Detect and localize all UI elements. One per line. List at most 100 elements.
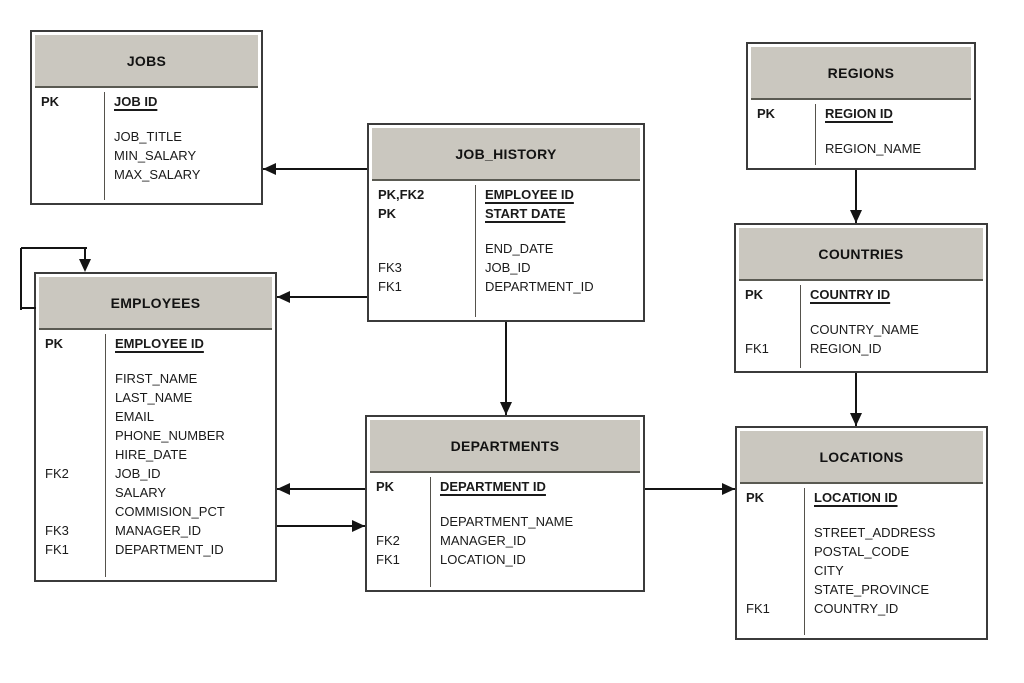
attribute-name: DEPARTMENT_ID bbox=[485, 279, 594, 294]
key-column-divider bbox=[800, 285, 801, 368]
entity-title: DEPARTMENTS bbox=[450, 437, 560, 454]
entity-countries-header: COUNTRIES bbox=[739, 228, 983, 281]
attribute-name: EMPLOYEE ID bbox=[485, 187, 574, 202]
connector-countries-to-locations bbox=[855, 373, 857, 426]
row-spacer bbox=[369, 223, 643, 239]
arrowhead-departments-to-locations-icon bbox=[722, 483, 735, 495]
employees-row-hire-date: HIRE_DATE bbox=[36, 445, 275, 464]
regions-row-region-id: PK REGION ID bbox=[748, 104, 974, 123]
attribute-name: STREET_ADDRESS bbox=[814, 525, 936, 540]
attribute-name: SALARY bbox=[115, 485, 167, 500]
attribute-name: END_DATE bbox=[485, 241, 554, 256]
attribute-name: REGION ID bbox=[825, 106, 893, 121]
entity-title: JOBS bbox=[126, 52, 167, 69]
locations-row-street-address: STREET_ADDRESS bbox=[737, 523, 986, 542]
jobs-row-max-salary: MAX_SALARY bbox=[32, 165, 261, 184]
countries-row-country-name: COUNTRY_NAME bbox=[736, 320, 986, 339]
locations-row-postal-code: POSTAL_CODE bbox=[737, 542, 986, 561]
employees-row-employee-id: PK EMPLOYEE ID bbox=[36, 334, 275, 353]
regions-row-region-name: REGION_NAME bbox=[748, 139, 974, 158]
key-label: FK1 bbox=[376, 552, 400, 567]
attribute-name: POSTAL_CODE bbox=[814, 544, 910, 559]
connector-employees-self-loop-drop bbox=[84, 248, 86, 262]
key-label: PK bbox=[757, 106, 776, 121]
row-spacer bbox=[737, 507, 986, 523]
attribute-name: DEPARTMENT_ID bbox=[115, 542, 224, 557]
key-column-divider bbox=[430, 477, 431, 587]
attribute-name: PHONE_NUMBER bbox=[115, 428, 225, 443]
key-label: PK,FK2 bbox=[378, 187, 425, 202]
attribute-name: JOB_TITLE bbox=[114, 129, 182, 144]
attribute-name: CITY bbox=[814, 563, 844, 578]
key-label: FK1 bbox=[378, 279, 402, 294]
attribute-name: REGION_ID bbox=[810, 341, 882, 356]
attribute-name: EMPLOYEE ID bbox=[115, 336, 204, 351]
connector-jobhistory-to-departments bbox=[505, 322, 507, 415]
attribute-name: LOCATION_ID bbox=[440, 552, 526, 567]
key-label: PK bbox=[376, 479, 395, 494]
connector-jobhistory-to-jobs bbox=[263, 168, 367, 170]
attribute-name: MANAGER_ID bbox=[115, 523, 201, 538]
arrowhead-jobhistory-to-employees-icon bbox=[277, 291, 290, 303]
entity-regions-header: REGIONS bbox=[751, 47, 971, 100]
connector-employees-self-loop-left bbox=[20, 248, 22, 310]
row-spacer bbox=[32, 111, 261, 127]
countries-row-region-id: FK1 REGION_ID bbox=[736, 339, 986, 358]
key-label: FK3 bbox=[378, 260, 402, 275]
connector-employees-self-loop-bottom bbox=[21, 307, 36, 309]
attribute-name: COUNTRY_NAME bbox=[810, 322, 919, 337]
key-label: FK1 bbox=[745, 341, 769, 356]
connector-regions-to-countries bbox=[855, 170, 857, 223]
key-label: FK1 bbox=[45, 542, 69, 557]
entity-regions: REGIONS PK REGION ID REGION_NAME bbox=[746, 42, 976, 170]
attribute-name: LAST_NAME bbox=[115, 390, 193, 405]
attribute-name: COUNTRY ID bbox=[810, 287, 891, 302]
entity-job_history-header: JOB_HISTORY bbox=[372, 128, 640, 181]
attribute-name: JOB ID bbox=[114, 94, 158, 109]
arrowhead-employees-to-departments-icon bbox=[352, 520, 365, 532]
employees-row-email: EMAIL bbox=[36, 407, 275, 426]
connector-employees-self-loop-top bbox=[21, 247, 87, 249]
attribute-name: MAX_SALARY bbox=[114, 167, 201, 182]
row-spacer bbox=[36, 353, 275, 369]
key-label: FK2 bbox=[376, 533, 400, 548]
attribute-name: DEPARTMENT_NAME bbox=[440, 514, 574, 529]
key-label: PK bbox=[45, 336, 64, 351]
row-spacer bbox=[367, 496, 643, 512]
key-column-divider bbox=[475, 185, 476, 317]
key-column-divider bbox=[804, 488, 805, 635]
entity-employees-header: EMPLOYEES bbox=[39, 277, 272, 330]
attribute-name: COMMISION_PCT bbox=[115, 504, 225, 519]
attribute-name: COUNTRY_ID bbox=[814, 601, 899, 616]
entity-title: COUNTRIES bbox=[818, 245, 904, 262]
arrowhead-departments-to-employees-icon bbox=[277, 483, 290, 495]
employees-row-commision-pct: COMMISION_PCT bbox=[36, 502, 275, 521]
arrowhead-countries-to-locations-icon bbox=[850, 413, 862, 426]
attribute-name: JOB_ID bbox=[115, 466, 161, 481]
key-column-divider bbox=[104, 92, 105, 200]
connector-departments-to-locations bbox=[645, 488, 735, 490]
attribute-name: REGION_NAME bbox=[825, 141, 922, 156]
jobs-row-job-title: JOB_TITLE bbox=[32, 127, 261, 146]
connector-departments-to-employees bbox=[277, 488, 365, 490]
job_history-row-department-id: FK1 DEPARTMENT_ID bbox=[369, 277, 643, 296]
arrowhead-employees-self-loop-drop-icon bbox=[79, 259, 91, 272]
key-label: FK1 bbox=[746, 601, 770, 616]
entity-jobs-header: JOBS bbox=[35, 35, 258, 88]
key-column-divider bbox=[105, 334, 106, 577]
key-label: FK3 bbox=[45, 523, 69, 538]
attribute-name: STATE_PROVINCE bbox=[814, 582, 930, 597]
job_history-row-end-date: END_DATE bbox=[369, 239, 643, 258]
locations-row-city: CITY bbox=[737, 561, 986, 580]
entity-title: JOB_HISTORY bbox=[455, 145, 557, 162]
departments-row-department-name: DEPARTMENT_NAME bbox=[367, 512, 643, 531]
